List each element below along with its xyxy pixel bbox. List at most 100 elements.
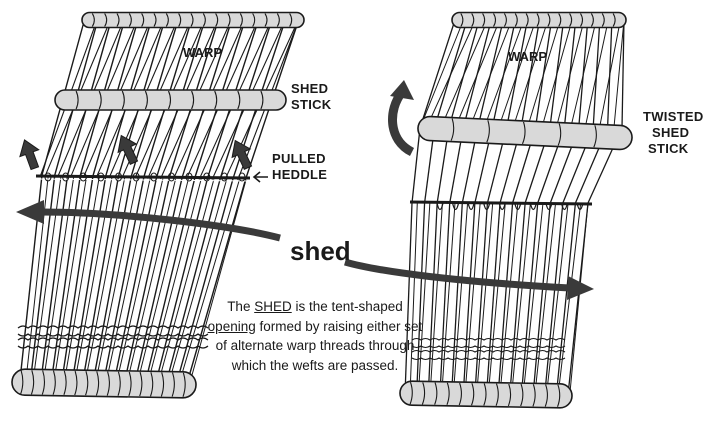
caption-text: The SHED is the tent-shaped opening form… <box>206 297 424 375</box>
warp-thread <box>415 202 426 396</box>
rotate-arrow-head <box>390 80 414 100</box>
right-twisted-shed-stick <box>417 115 633 151</box>
left-bottom-beam-ring <box>106 371 110 396</box>
left-bottom-beam-ring <box>74 370 78 396</box>
right-twisted-shed-stick-ring <box>557 123 562 146</box>
left-top-beam-ring <box>264 13 268 27</box>
right-top-beam-ring <box>580 13 584 27</box>
right-bottom-beam-ring <box>446 382 450 406</box>
left-bottom-beam-ring <box>149 372 154 397</box>
heddle-loop <box>150 172 158 182</box>
right-top-beam-ring <box>482 13 486 27</box>
left-bottom-beam-ring <box>85 371 89 396</box>
right-twisted-shed-stick-ring <box>593 125 597 148</box>
left-bottom-beam-ring <box>20 369 24 395</box>
heddle-loop <box>545 202 553 211</box>
right-woven-band <box>411 337 566 361</box>
right-top-beam-ring <box>503 13 507 27</box>
left-shed-stick-ring <box>98 90 102 110</box>
warp-thread <box>450 202 463 396</box>
weft-row <box>17 345 209 349</box>
warp-thread <box>522 202 544 396</box>
left-bottom-beam-ring <box>95 371 100 396</box>
warp-thread <box>621 19 625 129</box>
right-top-beam-ring <box>514 13 518 27</box>
left-top-beam-ring <box>153 13 157 27</box>
warp-thread <box>464 202 481 396</box>
left-top-beam-ring <box>141 13 145 27</box>
left-warp-label: WARP <box>183 45 222 60</box>
left-bottom-beam-ring <box>63 370 67 396</box>
left-bottom-beam-ring <box>139 371 143 397</box>
shed-arrow-left-body <box>39 208 281 242</box>
warp-thread <box>419 19 464 129</box>
warp-thread <box>534 202 557 396</box>
shed-stick-label-line2: STICK <box>291 97 332 112</box>
left-bottom-beam-ring <box>52 370 56 395</box>
left-top-beam-ring <box>215 13 219 27</box>
warp-thread <box>497 202 514 396</box>
warp-thread <box>425 19 476 129</box>
right-top-beam-ring <box>558 13 562 27</box>
warp-thread <box>106 178 151 381</box>
lift-arrow-3 <box>231 139 253 171</box>
warp-thread <box>85 178 126 381</box>
left-shed-stick-ring <box>260 90 264 110</box>
lift-arrow-3-shape <box>231 139 253 171</box>
warp-thread <box>134 176 183 381</box>
warp-thread <box>113 176 158 381</box>
left-shed-stick-ring <box>75 90 79 110</box>
warp-thread <box>50 175 81 381</box>
left-bottom-beam-body <box>11 368 197 399</box>
warp-thread <box>487 202 506 396</box>
warp-thread <box>440 19 489 129</box>
heddle-loop <box>79 172 87 182</box>
warp-thread <box>555 202 577 396</box>
shed-arrow-left-head <box>16 200 44 224</box>
warp-thread <box>483 19 525 129</box>
warp-thread <box>474 202 489 396</box>
heddle-loop <box>529 202 537 211</box>
warp-thread <box>569 202 589 396</box>
right-loom <box>399 11 633 409</box>
left-top-beam-ring <box>252 13 256 27</box>
heddle-loop <box>97 172 105 182</box>
heddle-loop <box>560 202 569 211</box>
warp-thread <box>613 19 625 129</box>
left-shed-stick-ring <box>214 90 218 110</box>
warp-thread <box>512 19 549 129</box>
left-top-beam-ring <box>202 13 206 27</box>
warp-thread <box>526 19 561 129</box>
warp-thread <box>439 202 451 396</box>
warp-thread <box>555 19 585 129</box>
warp-thread <box>499 202 519 396</box>
rotate-arrow-body <box>388 89 415 157</box>
left-heddle-rod-highlight <box>35 178 251 182</box>
shed-arrow-right-head <box>567 276 594 300</box>
warp-thread <box>599 19 621 129</box>
left-bottom-beam-ring <box>182 372 186 397</box>
left-shed-stick-ring <box>121 90 125 110</box>
twisted-shed-stick-label-line3: STICK <box>648 141 689 156</box>
weft-row <box>411 349 566 353</box>
shed-arrow-right-body <box>344 258 571 292</box>
right-warp-label: WARP <box>508 49 547 64</box>
left-bottom-beam-ring <box>30 370 35 395</box>
weft-row <box>17 337 209 341</box>
caption-part1: The <box>227 299 255 314</box>
warp-thread <box>429 202 443 396</box>
right-top-beam-ring <box>525 13 529 27</box>
weft-row <box>17 333 209 337</box>
caption-part3: formed by raising either set of alternat… <box>215 318 423 373</box>
right-bottom-beam-ring <box>495 383 499 406</box>
right-bottom-beam-ring <box>557 384 561 407</box>
heddle-loop <box>467 202 475 211</box>
warp-thread <box>419 19 456 129</box>
left-shed-stick-body <box>54 89 287 111</box>
left-loom <box>11 11 305 399</box>
left-top-beam-ring <box>178 13 182 27</box>
right-top-beam-ring <box>601 13 605 27</box>
heddle-loop <box>132 172 140 182</box>
left-shed-stick-ring <box>237 90 241 110</box>
warp-thread <box>570 19 597 129</box>
